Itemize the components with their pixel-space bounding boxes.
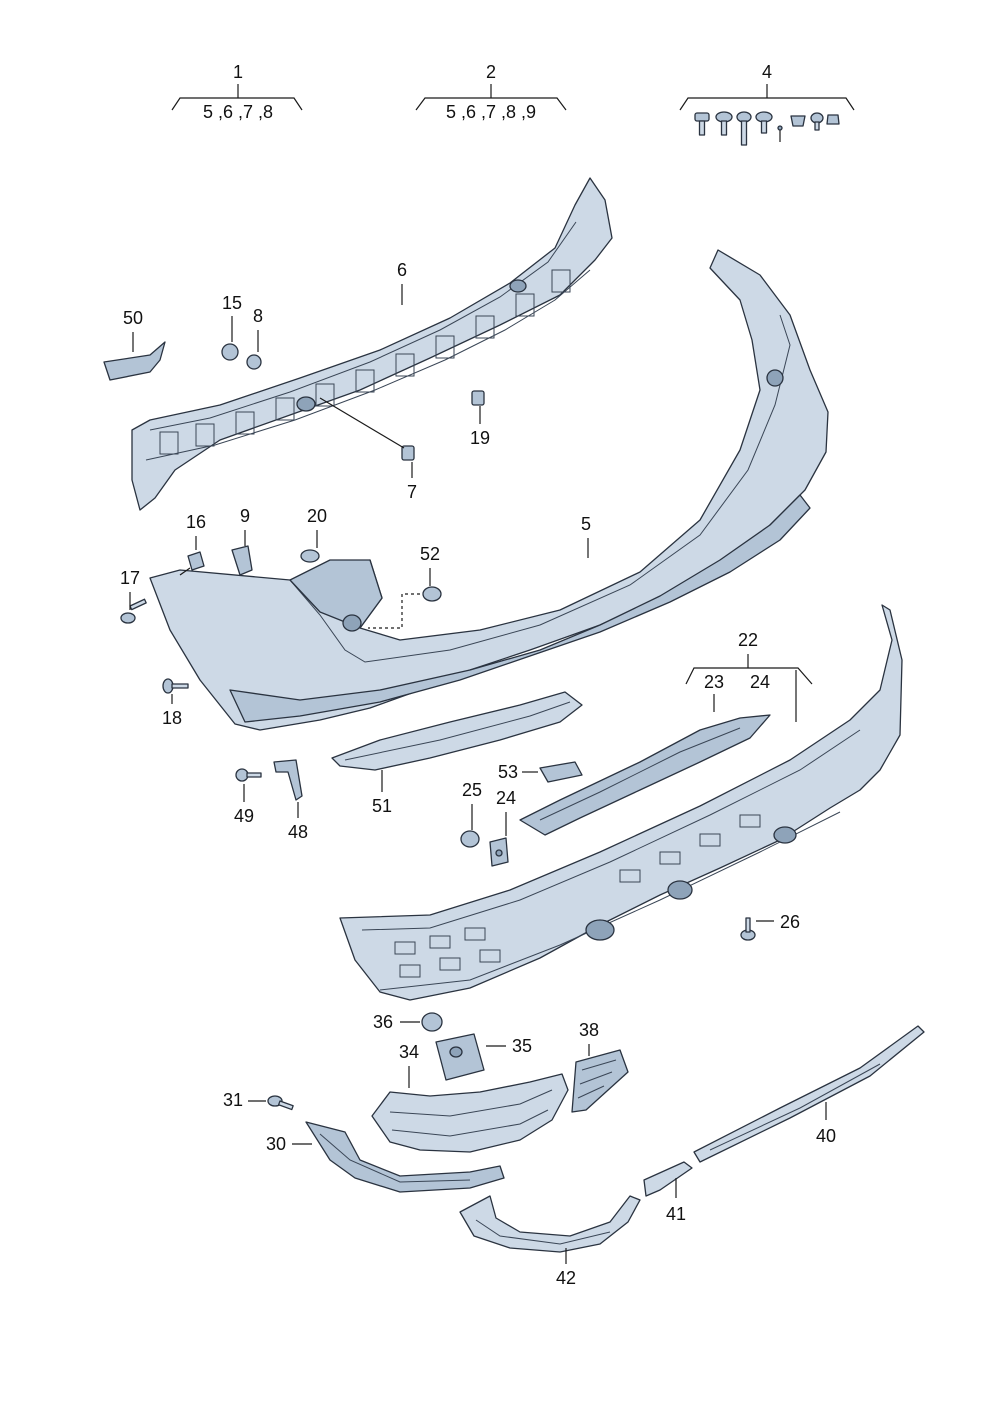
part-22-lower-carrier (339, 604, 903, 1001)
part-36-clip: 36 (373, 1012, 443, 1032)
group-22-number: 22 (738, 630, 758, 650)
callout-16: 16 (186, 512, 206, 532)
part-41-trim-end: 41 (643, 1161, 693, 1224)
callout-6: 6 (397, 260, 407, 280)
part-50-bracket: 50 (103, 308, 166, 381)
callout-7: 7 (407, 482, 417, 502)
part-7-clip: 7 (319, 397, 417, 502)
part-42-trim-strip: 42 (459, 1195, 641, 1288)
part-31-screw: 31 (223, 1090, 294, 1111)
group-1-number: 1 (233, 62, 243, 82)
callout-24: 24 (496, 788, 516, 808)
part-49-screw: 49 (234, 768, 262, 826)
callout-40: 40 (816, 1126, 836, 1146)
group-22-header: 22 23 24 (685, 630, 813, 722)
callout-49: 49 (234, 806, 254, 826)
part-9-bracket: 9 (231, 506, 253, 576)
fastener-set-icon (694, 111, 840, 146)
group-1-items: 5 ,6 ,7 ,8 (203, 102, 273, 122)
part-23-frame (519, 714, 771, 836)
callout-20: 20 (307, 506, 327, 526)
part-16-clip: 16 (179, 512, 206, 576)
part-6-bumper-carrier: 6 (131, 177, 613, 511)
callout-36: 36 (373, 1012, 393, 1032)
part-24-bracket: 24 (489, 788, 516, 867)
callout-51: 51 (372, 796, 392, 816)
group-2-header: 2 5 ,6 ,7 ,8 ,9 (415, 62, 567, 122)
part-25-clip: 25 (460, 780, 482, 848)
part-8-nut: 8 (246, 306, 263, 370)
callout-26: 26 (780, 912, 800, 932)
callout-41: 41 (666, 1204, 686, 1224)
callout-34: 34 (399, 1042, 419, 1062)
callout-38: 38 (579, 1020, 599, 1040)
callout-8: 8 (253, 306, 263, 326)
callout-25: 25 (462, 780, 482, 800)
callout-9: 9 (240, 506, 250, 526)
callout-42: 42 (556, 1268, 576, 1288)
group-4-header: 4 (679, 62, 855, 146)
callout-48: 48 (288, 822, 308, 842)
callout-5: 5 (581, 514, 591, 534)
part-30-trim: 30 (266, 1121, 505, 1193)
callout-17: 17 (120, 568, 140, 588)
group-22-item-24: 24 (750, 672, 770, 692)
part-18-screw: 18 (162, 678, 189, 728)
part-20-clip: 20 (300, 506, 327, 563)
part-34-reflector-housing: 34 (371, 1042, 569, 1153)
part-19-clip: 19 (470, 390, 490, 448)
callout-15: 15 (222, 293, 242, 313)
callout-30: 30 (266, 1134, 286, 1154)
part-26-screw: 26 (740, 912, 800, 941)
part-17-screw: 17 (120, 568, 147, 624)
callout-53: 53 (498, 762, 518, 782)
part-53-bracket: 53 (498, 761, 583, 783)
part-52-clip: 52 (368, 544, 442, 629)
callout-19: 19 (470, 428, 490, 448)
callout-18: 18 (162, 708, 182, 728)
part-5-bumper-cover: 5 (149, 249, 829, 731)
group-22-item-23: 23 (704, 672, 724, 692)
group-2-number: 2 (486, 62, 496, 82)
callout-35: 35 (512, 1036, 532, 1056)
callout-31: 31 (223, 1090, 243, 1110)
group-1-header: 1 5 ,6 ,7 ,8 (171, 62, 303, 122)
group-4-number: 4 (762, 62, 772, 82)
group-2-items: 5 ,6 ,7 ,8 ,9 (446, 102, 536, 122)
part-35-bracket: 35 (435, 1033, 532, 1081)
callout-50: 50 (123, 308, 143, 328)
part-48-clip: 48 (273, 759, 308, 842)
part-38-bracket: 38 (571, 1020, 629, 1113)
callout-52: 52 (420, 544, 440, 564)
part-51-trim-strip: 51 (331, 691, 583, 816)
part-15-nut: 15 (221, 293, 242, 361)
part-40-trim-strip: 40 (693, 1025, 925, 1163)
